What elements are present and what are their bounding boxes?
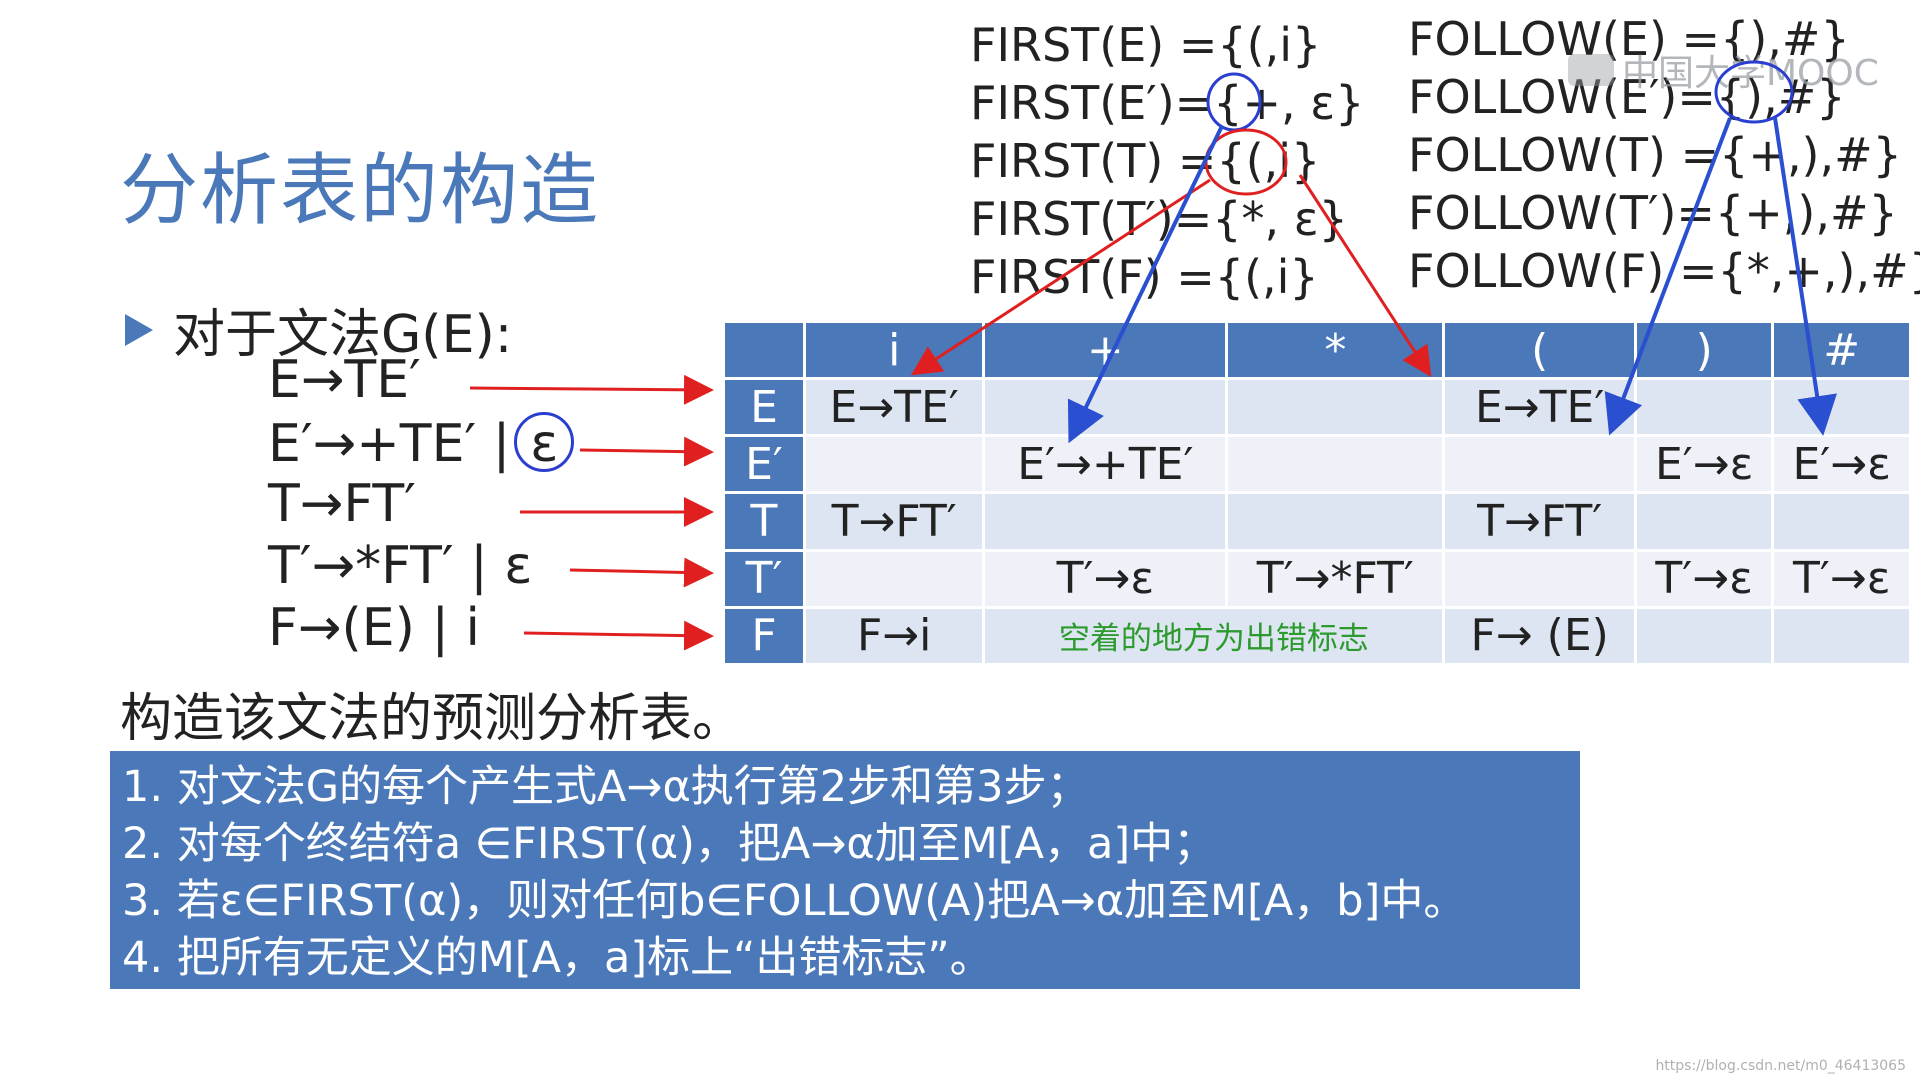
table-cell	[982, 491, 1229, 552]
table-cell	[1225, 491, 1446, 552]
table-cell	[1442, 434, 1637, 495]
production-4: T′→*FT′ | ε	[268, 536, 533, 596]
mooc-logo-icon	[1568, 54, 1614, 86]
first-set-t-prime: FIRST(T′)={*, ε}	[970, 192, 1348, 246]
red-arrow-production-1	[469, 374, 714, 405]
grammar-intro-text: 对于文法G(E):	[173, 305, 513, 365]
table-cell	[1633, 605, 1775, 667]
first-set-t: FIRST(T) ={(,i}	[970, 134, 1321, 188]
bullet-triangle-icon	[125, 313, 153, 346]
table-cell	[1771, 605, 1912, 667]
table-row: E E→TE′ E→TE′	[722, 376, 1912, 438]
mooc-watermark: 中国大学MOOC	[1568, 44, 1879, 96]
table-header-rparen: )	[1633, 320, 1775, 380]
table-cell: E→TE′	[1442, 376, 1637, 438]
table-header-row: i + * ( ) #	[722, 320, 1912, 380]
parsing-table: i + * ( ) # E E→TE′ E→TE′ E′ E′→+TE′ E′→…	[722, 320, 1912, 667]
table-cell	[1771, 491, 1912, 552]
row-header-t-prime: T′	[722, 548, 806, 609]
table-header-hash: #	[1771, 320, 1912, 380]
production-2: E′→+TE′ |ε	[268, 412, 575, 474]
table-cell: E→TE′	[802, 376, 986, 438]
row-header-t: T	[722, 491, 806, 552]
table-cell	[802, 548, 986, 609]
table-cell: T→FT′	[1442, 491, 1637, 552]
first-set-e: FIRST(E) ={(,i}	[970, 18, 1322, 72]
red-arrow-production-4	[569, 557, 714, 588]
table-cell: T′→*FT′	[1225, 548, 1446, 609]
follow-set-t: FOLLOW(T) ={+,),#}	[1408, 128, 1902, 182]
production-3: T→FT′	[268, 474, 416, 534]
source-url: https://blog.csdn.net/m0_46413065	[1655, 1058, 1906, 1074]
step-4: 4. 把所有无定义的M[A，a]标上“出错标志”。	[122, 933, 993, 983]
red-arrow-production-5	[523, 620, 714, 651]
table-cell	[982, 376, 1229, 438]
row-header-e: E	[722, 376, 806, 438]
production-2-text: E′→+TE′ |	[268, 414, 511, 474]
first-sets: FIRST(E) ={(,i} FIRST(E′)={+, ε} FIRST(T…	[970, 16, 1364, 306]
table-cell	[1633, 376, 1775, 438]
table-row: F F→i 空着的地方为出错标志 F→ (E)	[722, 605, 1912, 667]
follow-set-t-prime: FOLLOW(T′)={+,),#}	[1408, 186, 1898, 240]
grammar-intro: 对于文法G(E):	[125, 292, 512, 367]
table-cell	[1225, 434, 1446, 495]
table-cell: T′→ε	[1633, 548, 1775, 609]
first-set-e-prime: FIRST(E′)={+, ε}	[970, 76, 1365, 130]
table-cell: E′→ε	[1771, 434, 1912, 495]
algorithm-steps: 1. 对文法G的每个产生式A→α执行第2步和第3步； 2. 对每个终结符a ∈F…	[110, 751, 1580, 989]
error-note: 空着的地方为出错标志	[982, 605, 1446, 667]
epsilon-circled: ε	[514, 412, 575, 473]
table-header-star: *	[1225, 320, 1446, 380]
table-header-plus: +	[982, 320, 1229, 380]
table-cell	[1442, 548, 1637, 609]
table-cell	[802, 434, 986, 495]
table-header-corner	[722, 320, 806, 380]
watermark-text: 中国大学MOOC	[1622, 53, 1879, 94]
table-cell: T′→ε	[982, 548, 1229, 609]
table-cell: T→FT′	[802, 491, 986, 552]
table-cell: E′→+TE′	[982, 434, 1229, 495]
table-cell: E′→ε	[1633, 434, 1775, 495]
row-header-e-prime: E′	[722, 434, 806, 495]
production-5: F→(E) | i	[268, 598, 480, 658]
table-cell: T′→ε	[1771, 548, 1912, 609]
construct-text: 构造该文法的预测分析表。	[120, 689, 745, 749]
table-row: T′ T′→ε T′→*FT′ T′→ε T′→ε	[722, 548, 1912, 609]
table-cell	[1225, 376, 1446, 438]
row-header-f: F	[722, 605, 806, 667]
table-cell: F→i	[802, 605, 986, 667]
step-3: 3. 若ε∈FIRST(α)，则对任何b∈FOLLOW(A)把A→α加至M[A，…	[122, 876, 1467, 926]
step-2: 2. 对每个终结符a ∈FIRST(α)，把A→α加至M[A，a]中；	[122, 819, 1217, 869]
first-set-f: FIRST(F) ={(,i}	[970, 250, 1319, 304]
step-1: 1. 对文法G的每个产生式A→α执行第2步和第3步；	[122, 762, 1090, 812]
table-row: T T→FT′ T→FT′	[722, 491, 1912, 552]
table-header-lparen: (	[1442, 320, 1637, 380]
follow-set-e: FOLLOW(E) ={),#}	[1408, 12, 1850, 66]
follow-set-f: FOLLOW(F) ={*,+,),#}	[1408, 244, 1920, 298]
slide-title: 分析表的构造	[120, 146, 601, 236]
table-row: E′ E′→+TE′ E′→ε E′→ε	[722, 434, 1912, 495]
table-cell	[1771, 376, 1912, 438]
table-cell	[1633, 491, 1775, 552]
table-cell: F→ (E)	[1442, 605, 1637, 667]
table-header-i: i	[802, 320, 986, 380]
production-1: E→TE′	[268, 350, 421, 410]
red-arrow-production-2	[579, 436, 714, 467]
